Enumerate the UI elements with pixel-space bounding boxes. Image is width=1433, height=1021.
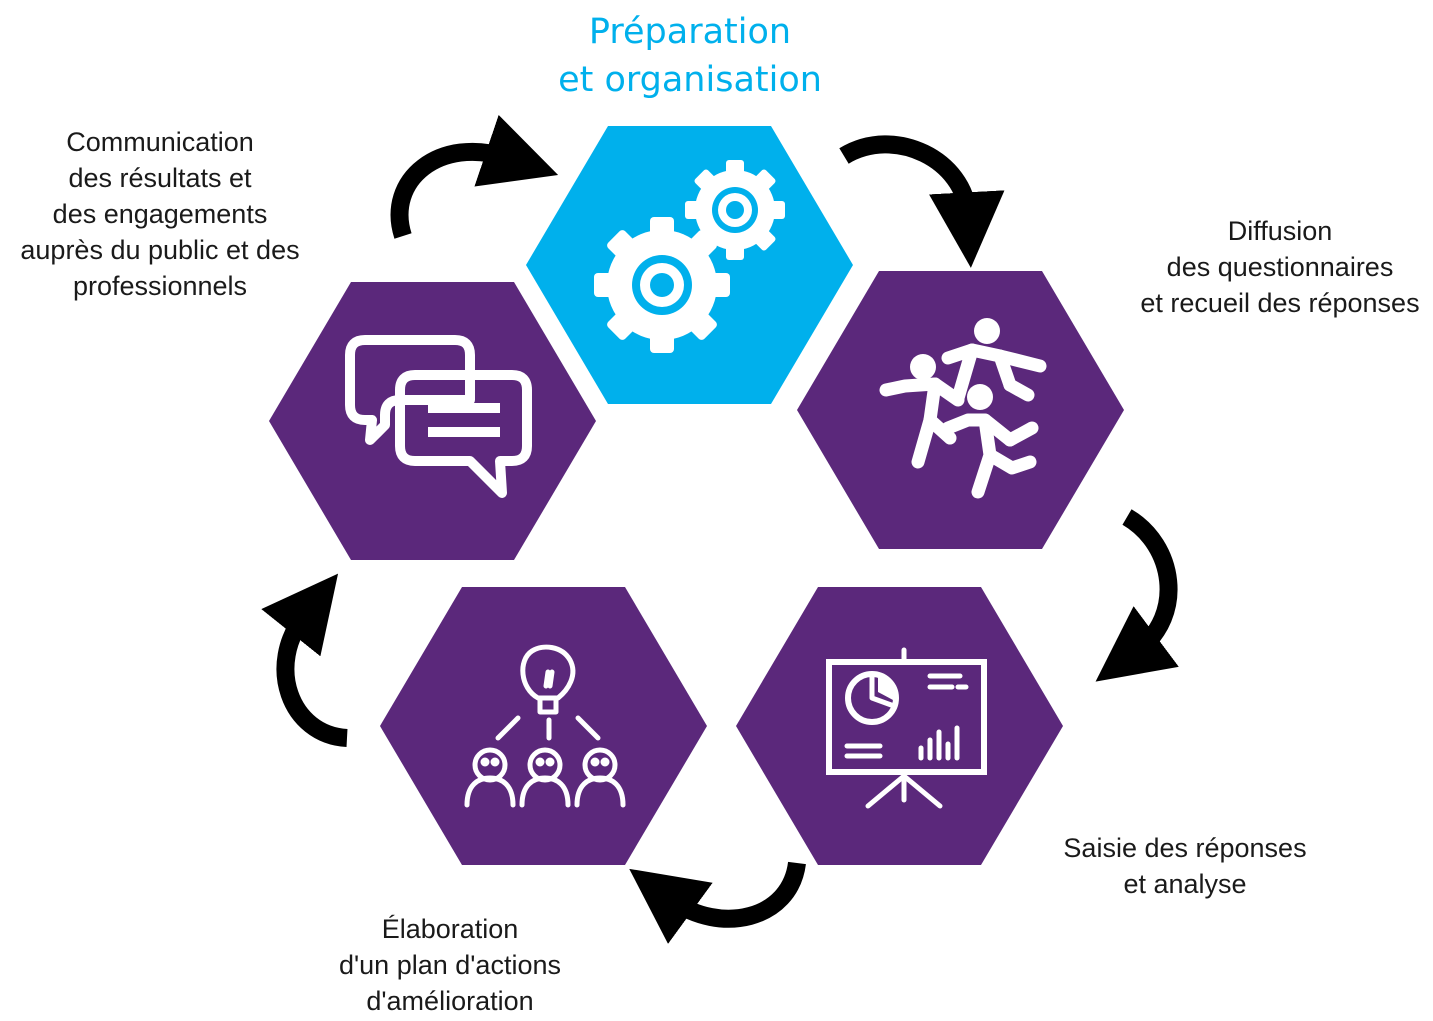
cycle-arrow-3 bbox=[629, 861, 806, 944]
page-title: Préparation et organisation bbox=[540, 8, 840, 104]
label-line: d'amélioration bbox=[366, 986, 534, 1016]
cycle-arrow-5 bbox=[390, 114, 559, 239]
title-line-2: et organisation bbox=[558, 60, 822, 100]
label-line: professionnels bbox=[72, 271, 248, 301]
idea-team-icon bbox=[464, 644, 626, 808]
gears-icon bbox=[594, 160, 785, 353]
label-line: et recueil des réponses bbox=[1140, 288, 1420, 318]
title-line-1: Préparation bbox=[588, 12, 792, 52]
label-line: des résultats et bbox=[68, 163, 252, 193]
presentation-board-icon bbox=[826, 647, 987, 809]
label-line: Diffusion bbox=[1227, 216, 1333, 246]
runners-icon bbox=[879, 318, 1047, 499]
step-label-saisie: Saisie des réponses et analyse bbox=[1040, 830, 1330, 902]
step-label-communication: Communication des résultats et des engag… bbox=[0, 124, 320, 304]
step-hexagon-saisie bbox=[736, 587, 1063, 865]
cycle-arrow-2 bbox=[1095, 509, 1179, 682]
label-line: Saisie des réponses bbox=[1063, 833, 1307, 863]
label-line: d'un plan d'actions bbox=[339, 950, 561, 980]
step-label-elaboration: Élaboration d'un plan d'actions d'amélio… bbox=[300, 911, 600, 1019]
step-hexagon-diffusion bbox=[797, 271, 1124, 549]
step-hexagon-communication bbox=[269, 282, 596, 560]
label-line: des engagements bbox=[52, 199, 268, 229]
label-line: Élaboration bbox=[381, 914, 519, 944]
label-line: auprès du public et des bbox=[20, 235, 300, 265]
step-label-diffusion: Diffusion des questionnaires et recueil … bbox=[1120, 213, 1433, 321]
label-line: des questionnaires bbox=[1166, 252, 1394, 282]
cycle-arrow-1 bbox=[839, 135, 1005, 268]
label-line: et analyse bbox=[1123, 869, 1247, 899]
label-line: Communication bbox=[66, 127, 254, 157]
speech-bubbles-icon bbox=[345, 335, 532, 498]
cycle-arrow-4 bbox=[261, 573, 349, 747]
step-hexagon-elaboration bbox=[380, 587, 707, 865]
